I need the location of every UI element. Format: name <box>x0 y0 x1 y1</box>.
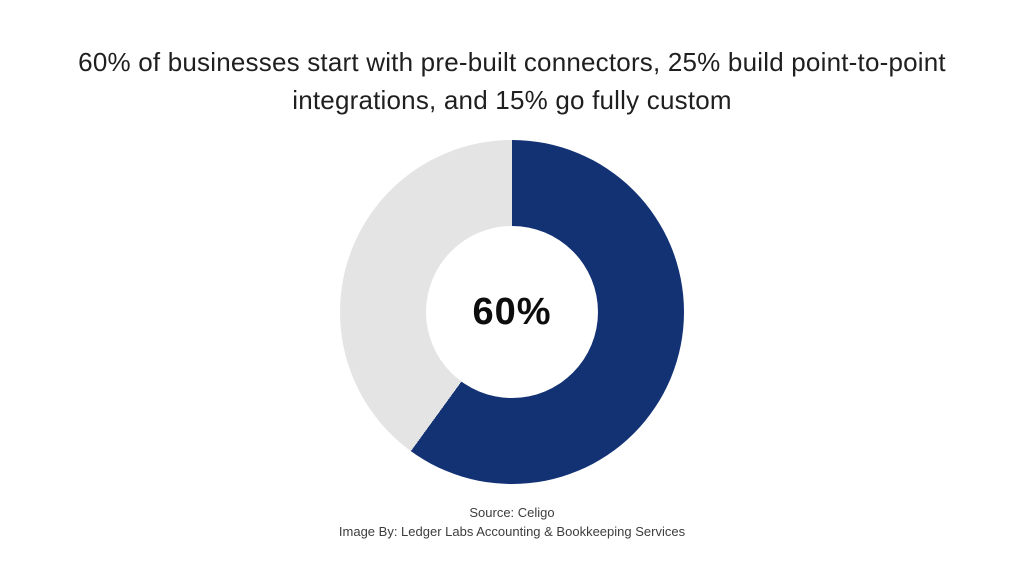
donut-hole: 60% <box>426 226 598 398</box>
chart-title: 60% of businesses start with pre-built c… <box>78 47 946 115</box>
credit-text: Image By: Ledger Labs Accounting & Bookk… <box>338 523 686 539</box>
donut-chart: 60% <box>340 140 684 484</box>
donut-center-label: 60% <box>472 290 552 333</box>
source-text: Source: Celigo <box>469 505 555 520</box>
chart-footer: Source: Celigo Image By: Ledger Labs Acc… <box>0 504 1024 542</box>
